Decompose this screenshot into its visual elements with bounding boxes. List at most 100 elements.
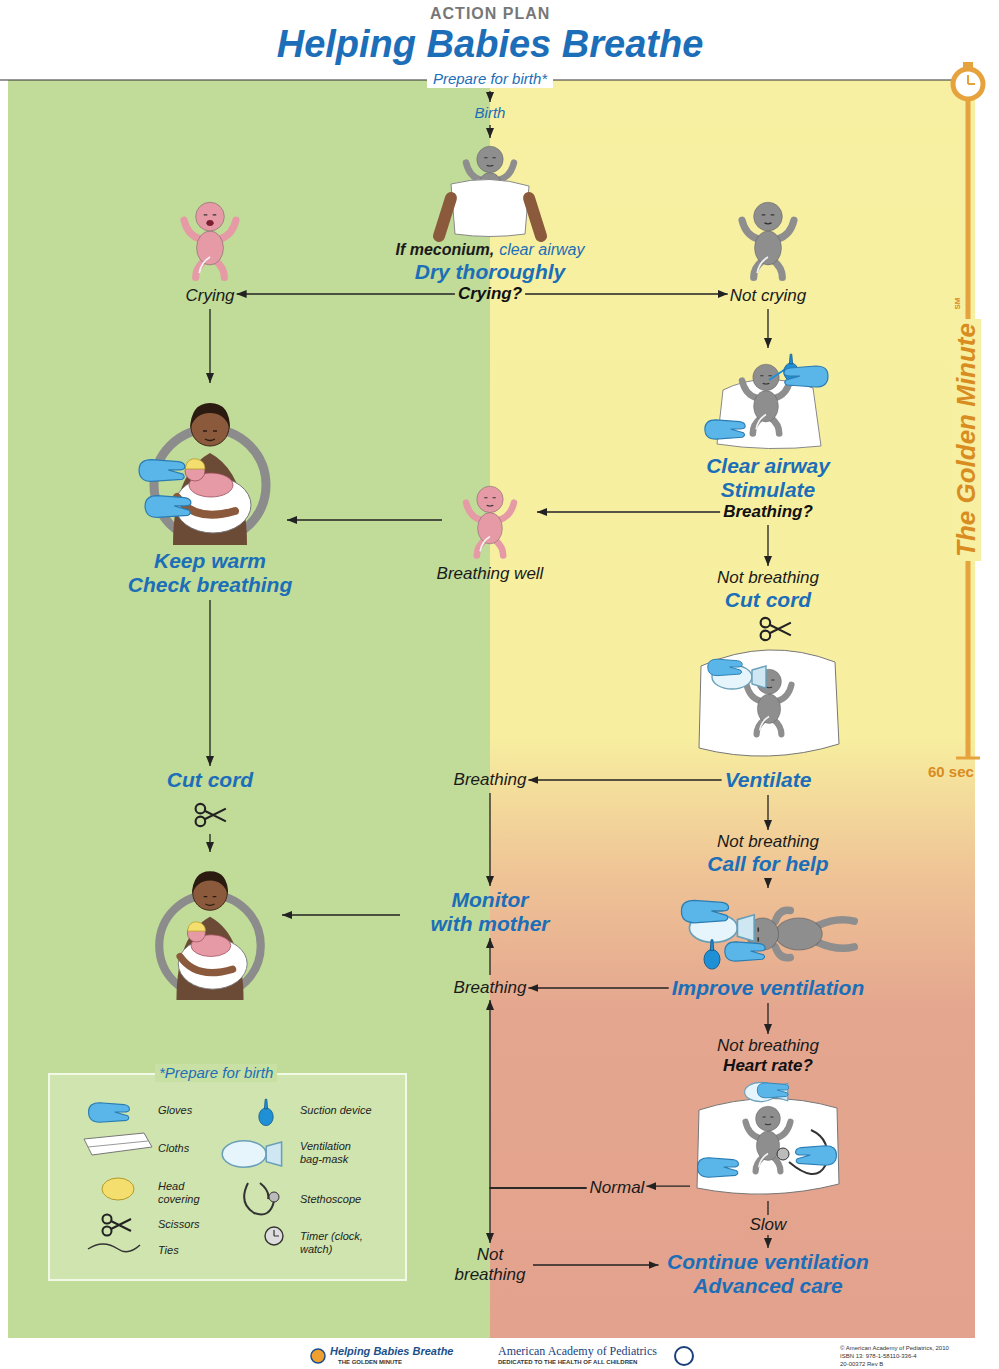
flow-arrow <box>767 525 768 566</box>
flow-arrow <box>537 511 720 512</box>
flow-step: Improve ventilation <box>672 890 865 1000</box>
drawing-part <box>697 1098 839 1194</box>
flow-arrow <box>490 1188 587 1243</box>
step-text: Crying? <box>458 284 522 304</box>
drawing-part <box>102 1178 134 1200</box>
flow-step: Normal <box>590 1178 645 1198</box>
mother-illustration <box>159 871 261 1000</box>
flow-arrow <box>533 1264 659 1265</box>
step-text: Cut cord <box>725 588 811 612</box>
step-text: Not breathing <box>450 1245 530 1285</box>
flow-arrow <box>767 879 768 888</box>
flow-step: Not breathing <box>450 1245 530 1285</box>
flow-arrow <box>209 309 210 383</box>
step-text: Crying <box>185 286 234 306</box>
drawing-part <box>145 496 191 518</box>
clock-hands <box>968 75 975 84</box>
pink-baby <box>445 480 535 560</box>
drawing-part <box>725 942 765 961</box>
step-text: Keep warm Check breathing <box>122 549 298 597</box>
legend-text: Scissors <box>158 1218 200 1231</box>
drawing-part <box>757 1083 788 1098</box>
step-text: Not breathing <box>717 1036 819 1056</box>
drawing-part <box>742 364 790 433</box>
drawing-part <box>708 659 743 676</box>
drawing-part <box>269 1192 279 1202</box>
drawing-part <box>796 1146 837 1166</box>
drawing-part <box>89 1103 130 1123</box>
note-label: ISBN 13: 978-1-58110-336-4 <box>840 1353 917 1360</box>
step-text: Breathing? <box>723 502 813 522</box>
flow-arrow <box>646 1186 690 1187</box>
legend-text: Ties <box>158 1244 179 1257</box>
drawing-part <box>681 900 728 923</box>
drawing-part <box>184 202 236 277</box>
clock-icon <box>953 69 983 99</box>
step-text: Birth <box>475 104 506 122</box>
flow-step: Not crying <box>723 196 813 306</box>
drawing-part <box>259 1099 273 1125</box>
note-label: American Academy of Pediatrics <box>498 1345 657 1358</box>
ventilation-illustration <box>693 616 843 764</box>
legend-panel <box>49 1074 406 1280</box>
title: Helping Babies Breathe <box>277 22 704 66</box>
flow-step: Crying <box>165 196 255 306</box>
note-label: © American Academy of Pediatrics, 2010 <box>840 1345 949 1352</box>
bar-tick <box>956 757 980 760</box>
flow-arrow <box>767 1003 768 1034</box>
flow-step: Prepare for birth* <box>427 70 553 88</box>
note-label: THE GOLDEN MINUTE <box>338 1359 402 1366</box>
legend-text: Stethoscope <box>300 1193 361 1206</box>
drying-illustration <box>435 140 545 236</box>
step-text: Ventilate <box>725 768 812 792</box>
flow-arrow <box>528 987 668 988</box>
drawing-part <box>49 1074 406 1280</box>
flow-arrow <box>490 1000 587 1188</box>
drawing-part <box>265 1227 283 1245</box>
drawing-part <box>466 486 514 555</box>
flow-arrow <box>209 600 210 766</box>
drawing-part <box>746 1106 791 1171</box>
drawing-part <box>84 1133 152 1155</box>
step-text: Clear airway Stimulate <box>681 454 856 502</box>
limp-baby <box>723 196 813 282</box>
flow-arrow <box>489 793 490 886</box>
flow-arrow <box>767 309 768 348</box>
drawing-part <box>742 202 794 277</box>
legend-text: Ventilation bag-mask <box>300 1140 370 1166</box>
step-text: If meconium, <box>395 240 494 260</box>
flow-arrow <box>489 125 490 138</box>
legend-text: Suction device <box>300 1104 372 1117</box>
flow-step: Breathing <box>454 978 527 998</box>
drawing-part <box>139 460 185 482</box>
flow-step: If meconium,clear airwayDry thoroughlyCr… <box>395 140 584 304</box>
drawing-part <box>699 650 839 756</box>
drawing-part <box>103 1215 132 1236</box>
arrow-to-mother <box>282 914 400 915</box>
flow-arrow <box>525 293 728 294</box>
suction-illustration <box>703 350 833 450</box>
hbb-logo <box>311 1349 325 1363</box>
drawing-part <box>451 179 529 236</box>
scissors-icon <box>196 804 226 826</box>
step-text: Continue ventilation Advanced care <box>661 1250 876 1298</box>
step-text: Breathing <box>454 978 527 998</box>
drawing-part <box>274 1230 279 1236</box>
note-label: SM <box>953 296 962 310</box>
drawing-part <box>222 1141 281 1167</box>
note-label: Helping Babies Breathe <box>330 1345 453 1358</box>
flow-arrow <box>287 519 442 520</box>
step-text: Not crying <box>730 286 807 306</box>
text-row: If meconium,clear airway <box>395 240 584 260</box>
flow-arrow <box>767 795 768 830</box>
note-label: 60 sec <box>928 763 974 781</box>
flow-step: Clear airway StimulateBreathing? <box>681 350 856 522</box>
step-text: clear airway <box>499 240 584 260</box>
drawing-part <box>88 1244 140 1252</box>
step-text: Breathing <box>454 770 527 790</box>
flow-step: Cut cord <box>167 768 253 792</box>
flow-step: Not breathingCut cord <box>717 568 819 612</box>
flow-arrow <box>489 938 490 975</box>
improve-ventilation-illustration <box>673 890 863 972</box>
flow-arrow <box>528 779 721 780</box>
